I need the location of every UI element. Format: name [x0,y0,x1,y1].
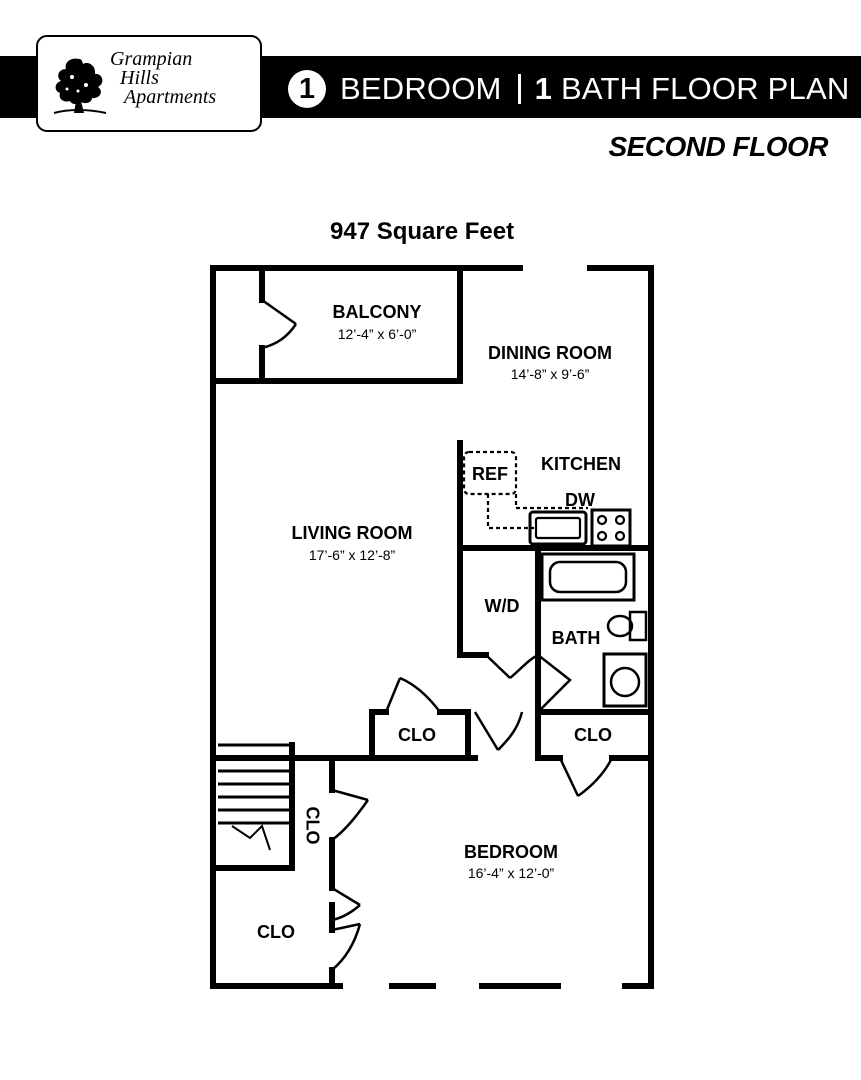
hall-closet-label: CLO [398,725,436,745]
bath-label: BATH [551,628,601,648]
kitchen-label: KITCHEN [541,454,621,474]
bedroom-dimensions: 16’-4” x 12’-0” [467,865,555,881]
floor-label: SECOND FLOOR [608,131,828,162]
sink-basin [534,516,582,540]
refrigerator-label: REF [472,464,508,484]
laundry-wall [457,545,489,658]
hall-closet-door [384,676,441,713]
dining-room-dimensions: 14’-8” x 9’-6” [510,366,590,382]
burner [596,530,608,542]
side-closet-door [331,886,361,922]
burner [614,514,626,526]
bedroom-door [473,711,524,751]
stair-break [231,824,271,851]
wd-door [485,653,539,679]
bath-closet-door [558,757,614,798]
bedroom-text: BEDROOM [340,71,502,106]
vanity-sink [609,666,641,698]
side-closet-label: CLO [302,806,323,845]
bath-count: 1 [534,71,553,106]
bottom-closet-label: CLO [257,922,295,942]
burner [596,514,608,526]
dishwasher-label: DW [565,490,595,510]
balcony-door [261,298,298,350]
logo: Grampian Hills Apartments [36,35,262,132]
bath-closet-label: CLO [574,725,612,745]
tree-icon [53,58,107,114]
logo-line: Hills [120,67,159,89]
vanity [602,652,648,708]
stove [590,508,632,548]
living-room-dimensions: 17’-6” x 12’-8” [308,547,396,563]
title-separator [517,74,521,104]
logo-line: Grampian [110,48,193,70]
sink [528,510,588,546]
plan-type-title: 1 BEDROOM 1 BATH FLOOR PLAN [288,67,849,111]
bedroom-count-badge: 1 [288,70,326,108]
bath-text: BATH FLOOR PLAN [561,71,850,106]
square-footage: 947 Square Feet [330,218,515,245]
bathtub [540,552,636,602]
washer-dryer-label: W/D [484,596,520,616]
toilet-bowl [606,614,634,638]
toilet-tank [628,610,648,642]
refrigerator [462,450,518,496]
balcony-wall [259,265,463,384]
logo-wordmark: Grampian Hills Apartments [110,48,217,108]
bathtub-basin [548,560,628,594]
burner [614,530,626,542]
bedroom-label: BEDROOM [464,842,558,862]
bath-wall [535,652,654,715]
balcony-label: BALCONY [332,302,422,322]
side-closet-door [331,788,370,842]
living-room-label: LIVING ROOM [291,523,413,543]
dining-room-label: DINING ROOM [488,343,612,363]
exterior-wall [587,265,654,989]
stair-wall [210,742,295,871]
bottom-closet-door [331,922,362,971]
balcony-dimensions: 12’-4” x 6’-0” [337,326,417,342]
bath-door [537,654,572,711]
exterior-wall [210,265,343,989]
dishwasher-outline [486,494,588,530]
logo-line: Apartments [124,86,217,108]
